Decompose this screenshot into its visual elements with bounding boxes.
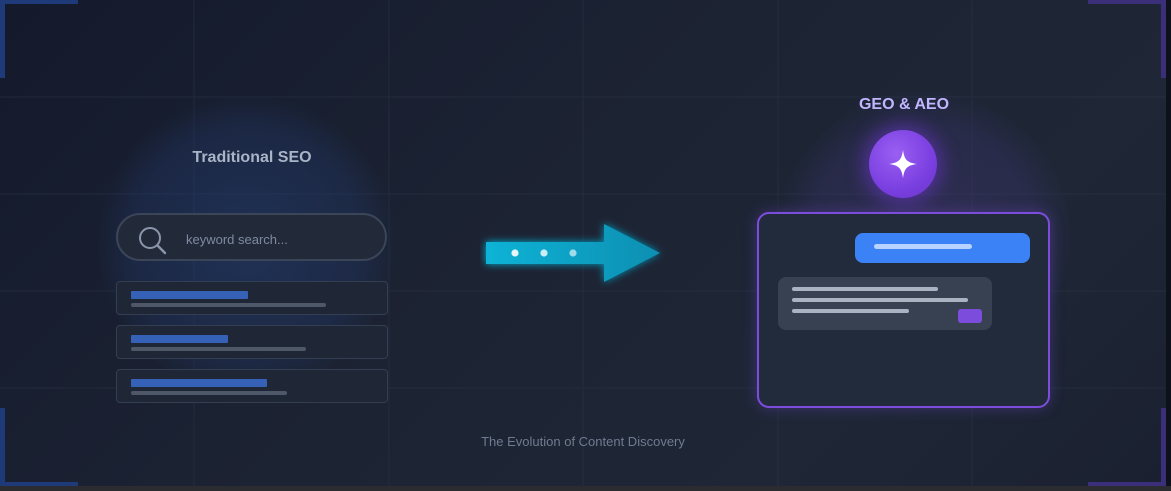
search-result-card [116, 281, 388, 315]
ai-badge [869, 130, 937, 198]
corner-accent-top-left [0, 0, 5, 78]
geo-aeo-title: GEO & AEO [858, 96, 950, 113]
answer-text-line [792, 287, 938, 291]
arrow-right-icon [486, 224, 660, 282]
caption: The Evolution of Content Discovery [481, 434, 685, 449]
sparkle-icon [889, 150, 917, 178]
corner-accent-top-right [1161, 0, 1166, 78]
ai-chat-window [757, 212, 1050, 408]
answer-text-line [792, 309, 909, 313]
bottom-edge [0, 486, 1171, 491]
citation-chip [958, 309, 982, 323]
search-result-card [116, 369, 388, 403]
search-placeholder: keyword search... [186, 232, 288, 247]
corner-accent-bottom-right [1161, 408, 1166, 486]
result-title-line [131, 291, 248, 299]
result-snippet-line [131, 303, 326, 307]
result-snippet-line [131, 347, 306, 351]
search-icon [139, 227, 167, 255]
answer-text-line [792, 298, 968, 302]
result-snippet-line [131, 391, 287, 395]
corner-accent-bottom-left [0, 482, 78, 486]
user-message-bubble [855, 233, 1030, 263]
corner-accent-top-left [0, 0, 78, 4]
message-text-line [874, 244, 972, 249]
traditional-seo-title: Traditional SEO [192, 149, 312, 166]
keyword-search-bar: keyword search... [116, 213, 387, 261]
result-title-line [131, 335, 228, 343]
right-edge [1166, 0, 1171, 491]
ai-answer-bubble [778, 277, 992, 330]
search-result-card [116, 325, 388, 359]
corner-accent-bottom-left [0, 408, 5, 486]
result-title-line [131, 379, 267, 387]
corner-accent-bottom-right [1088, 482, 1166, 486]
corner-accent-top-right [1088, 0, 1166, 4]
